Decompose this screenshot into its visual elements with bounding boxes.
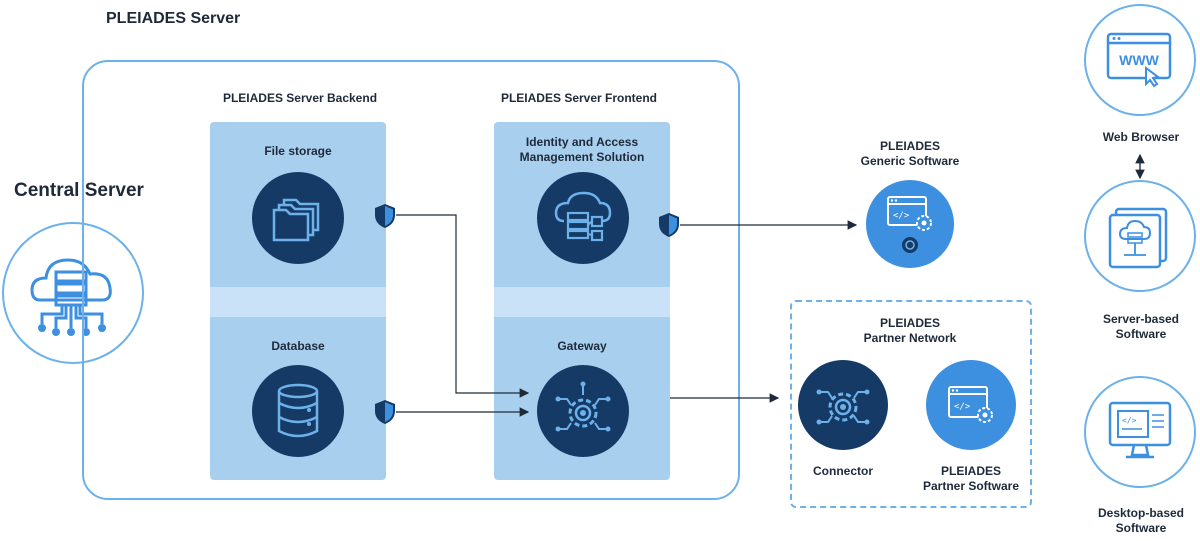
shield-icon — [375, 400, 395, 424]
server-software-label: Server-based Software — [1086, 312, 1196, 342]
folder-icon — [252, 172, 344, 264]
shield-icon — [375, 204, 395, 228]
desktop-software-line1: Desktop-based — [1097, 506, 1185, 520]
gateway-gear-icon — [537, 365, 629, 457]
central-server-icon — [2, 222, 144, 364]
generic-software-line2: Generic Software — [860, 154, 960, 168]
shield-icon — [659, 213, 679, 237]
pleiades-server-box — [82, 60, 740, 500]
server-software-icon — [1084, 180, 1196, 292]
connector-gear-icon — [798, 360, 888, 450]
iam-label-line2: Management Solution — [519, 150, 645, 164]
diagram-title: PLEIADES Server — [106, 10, 241, 27]
gateway-label: Gateway — [557, 339, 607, 353]
www-text: WWW — [1119, 52, 1159, 68]
partner-software-line2: Partner Software — [922, 479, 1020, 493]
file-storage-label: File storage — [264, 144, 332, 158]
iam-label-line1: Identity and Access — [525, 135, 639, 149]
partner-software-line1: PLEIADES — [940, 464, 1001, 478]
central-server-label: Central Server — [14, 180, 144, 201]
iam-cloud-icon — [537, 172, 629, 264]
frontend-heading: PLEIADES Server Frontend — [500, 91, 658, 105]
backend-divider — [210, 287, 386, 317]
partner-network-box — [790, 300, 1032, 508]
desktop-software-label: Desktop-based Software — [1080, 506, 1200, 536]
frontend-divider — [494, 287, 670, 317]
generic-software-line1: PLEIADES — [879, 139, 940, 153]
svg-text:</>: </> — [1122, 416, 1137, 425]
partner-network-line1: PLEIADES — [879, 316, 940, 330]
iam-label: Identity and Access Management Solution — [494, 135, 670, 165]
partner-software-icon: </> — [926, 360, 1016, 450]
web-browser-icon: WWW — [1084, 4, 1196, 116]
partner-network-line2: Partner Network — [863, 331, 957, 345]
backend-heading: PLEIADES Server Backend — [222, 91, 378, 105]
database-icon — [252, 365, 344, 457]
partner-software-label: PLEIADES Partner Software — [906, 464, 1036, 494]
generic-software-label: PLEIADES Generic Software — [840, 139, 980, 169]
server-software-line1: Server-based — [1102, 312, 1180, 326]
generic-software-icon: </> — [866, 180, 954, 268]
partner-network-label: PLEIADES Partner Network — [830, 316, 990, 346]
connector-label: Connector — [813, 464, 873, 478]
server-software-line2: Software — [1115, 327, 1167, 341]
database-label: Database — [271, 339, 325, 353]
desktop-software-icon: </> — [1084, 376, 1196, 488]
svg-text:</>: </> — [893, 211, 910, 221]
svg-text:</>: </> — [954, 402, 971, 412]
desktop-software-line2: Software — [1115, 521, 1167, 535]
web-browser-label: Web Browser — [1102, 130, 1180, 144]
